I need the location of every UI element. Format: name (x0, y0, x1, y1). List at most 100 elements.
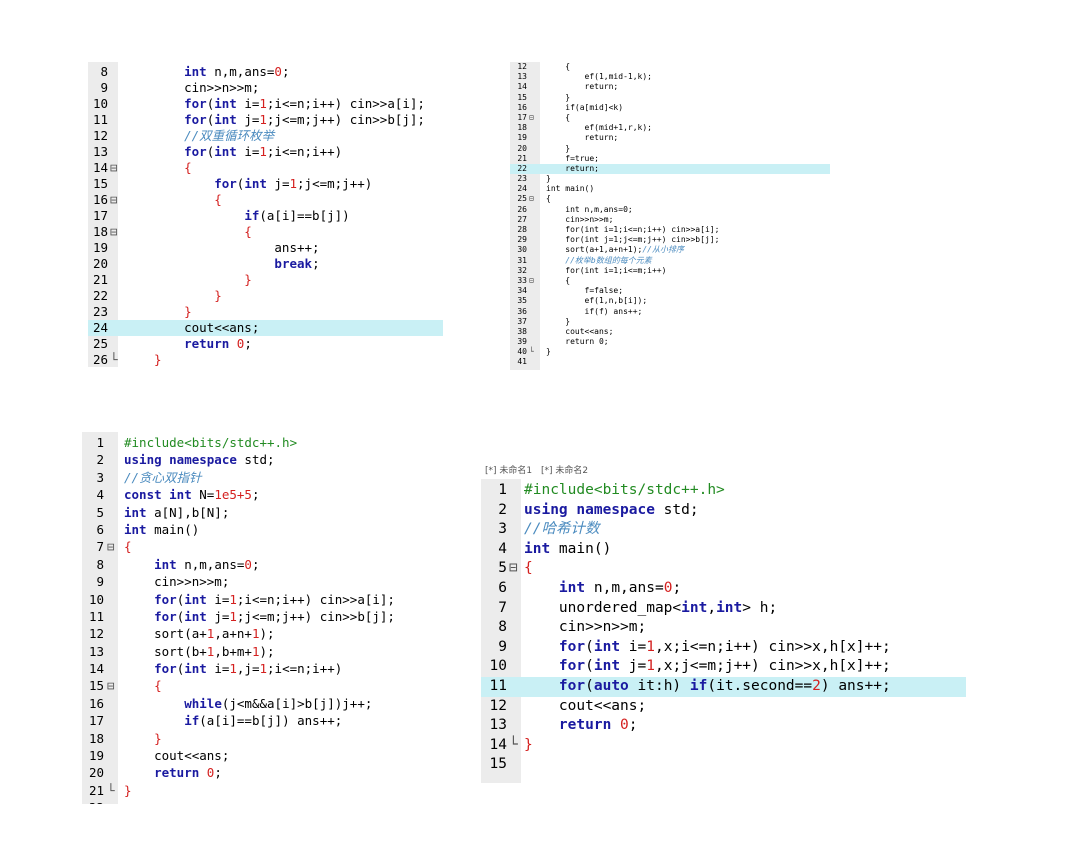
code-line[interactable]: 29 for(int j=1;j<=m;j++) cin>>b[j]; (510, 235, 830, 245)
code-line[interactable]: 12 cout<<ans; (481, 697, 966, 717)
code-line[interactable]: 31 //枚举b数组的每个元素 (510, 256, 830, 266)
code-line[interactable]: 6 int n,m,ans=0; (481, 579, 966, 599)
fold-toggle-icon[interactable]: ⊟ (509, 560, 518, 577)
code-line[interactable]: 17 if(a[i]==b[j]) ans++; (82, 712, 476, 729)
code-line[interactable]: 22 } (88, 288, 443, 304)
code-line[interactable]: 18 } (82, 730, 476, 747)
fold-toggle-icon[interactable]: ⊟ (107, 678, 115, 694)
code-line[interactable]: 26 int n,m,ans=0; (510, 205, 830, 215)
code-line[interactable]: 16 while(j<m&&a[i]>b[j])j++; (82, 695, 476, 712)
code-line[interactable]: 1#include<bits/stdc++.h> (481, 481, 966, 501)
fold-toggle-icon[interactable]: ⊟ (110, 192, 118, 207)
code-line[interactable]: 11 for(int j=1;j<=m;j++) cin>>b[j]; (88, 112, 443, 128)
fold-toggle-icon[interactable]: ⊟ (529, 194, 534, 204)
code-line[interactable]: 37 } (510, 317, 830, 327)
code-line[interactable]: 21└} (82, 782, 476, 799)
code-line[interactable]: 13 return 0; (481, 716, 966, 736)
code-line[interactable]: 16 if(a[mid]<k) (510, 103, 830, 113)
code-line[interactable]: 20 } (510, 144, 830, 154)
code-line[interactable]: 35 ef(1,n,b[i]); (510, 296, 830, 306)
fold-toggle-icon[interactable]: ⊟ (110, 224, 118, 239)
code-line[interactable]: 25 return 0; (88, 336, 443, 352)
code-line[interactable]: 9 for(int i=1,x;i<=n;i++) cin>>x,h[x]++; (481, 638, 966, 658)
code-line[interactable]: 5⊟{ (481, 559, 966, 579)
code-line[interactable]: 39 return 0; (510, 337, 830, 347)
code-line[interactable]: 18 ef(mid+1,r,k); (510, 123, 830, 133)
code-line[interactable]: 17⊟ { (510, 113, 830, 123)
code-line[interactable]: 18⊟ { (88, 224, 443, 240)
code-line[interactable]: 8 int n,m,ans=0; (82, 556, 476, 573)
code-line[interactable]: 9 cin>>n>>m; (88, 80, 443, 96)
code-line[interactable]: 34 f=false; (510, 286, 830, 296)
code-line[interactable]: 19 return; (510, 133, 830, 143)
line-number: 11 (92, 112, 108, 127)
code-line[interactable]: 14 for(int i=1,j=1;i<=n;i++) (82, 660, 476, 677)
code-line[interactable]: 28 for(int i=1;i<=n;i++) cin>>a[i]; (510, 225, 830, 235)
code-line[interactable]: 12 //双重循环枚举 (88, 128, 443, 144)
code-line[interactable]: 1#include<bits/stdc++.h> (82, 434, 476, 451)
code-line[interactable]: 38 cout<<ans; (510, 327, 830, 337)
code-line[interactable]: 15 } (510, 93, 830, 103)
code-line[interactable]: 10 for(int i=1;i<=n;i++) cin>>a[i]; (88, 96, 443, 112)
code-line[interactable]: 11 for(auto it:h) if(it.second==2) ans++… (481, 676, 966, 697)
code-line[interactable]: 7⊟{ (82, 538, 476, 555)
code-line[interactable]: 8 int n,m,ans=0; (88, 64, 443, 80)
code-line[interactable]: 22 return; (510, 163, 830, 175)
code-line[interactable]: 16⊟ { (88, 192, 443, 208)
code-line[interactable]: 13 for(int i=1;i<=n;i++) (88, 144, 443, 160)
fold-toggle-icon[interactable]: ⊟ (107, 539, 115, 555)
code-line[interactable]: 22 (82, 799, 476, 804)
code-line[interactable]: 13 sort(b+1,b+m+1); (82, 643, 476, 660)
code-line[interactable]: 27 cin>>n>>m; (510, 215, 830, 225)
code-line[interactable]: 36 if(f) ans++; (510, 307, 830, 317)
code-line[interactable]: 15 for(int j=1;j<=m;j++) (88, 176, 443, 192)
code-line[interactable]: 21 } (88, 272, 443, 288)
code-line[interactable]: 12 { (510, 62, 830, 72)
editor-tab[interactable]: [*] 未命名1 (485, 466, 533, 476)
code-line[interactable]: 20 return 0; (82, 764, 476, 781)
editor-tab[interactable]: [*] 未命名2 (541, 466, 589, 476)
code-line[interactable]: 10 for(int j=1,x;j<=m;j++) cin>>x,h[x]++… (481, 657, 966, 677)
fold-toggle-icon[interactable]: ⊟ (529, 275, 534, 285)
code-line[interactable]: 19 cout<<ans; (82, 747, 476, 764)
code-line[interactable]: 20 break; (88, 256, 443, 272)
code-line[interactable]: 23} (510, 174, 830, 184)
code-line[interactable]: 12 sort(a+1,a+n+1); (82, 625, 476, 642)
code-line[interactable]: 9 cin>>n>>m; (82, 573, 476, 590)
code-line[interactable]: 32 for(int i=1;i<=m;i++) (510, 266, 830, 276)
code-line[interactable]: 33⊟ { (510, 276, 830, 286)
code-line[interactable]: 3//哈希计数 (481, 520, 966, 540)
code-line[interactable]: 14⊟ { (88, 160, 443, 176)
code-line[interactable]: 8 cin>>n>>m; (481, 618, 966, 638)
code-line[interactable]: 25⊟{ (510, 194, 830, 204)
code-line[interactable]: 19 ans++; (88, 240, 443, 256)
code-line[interactable]: 14 return; (510, 82, 830, 92)
code-line[interactable]: 41 (510, 357, 830, 367)
code-line[interactable]: 7 unordered_map<int,int> h; (481, 599, 966, 619)
code-line[interactable]: 11 for(int j=1;j<=m;j++) cin>>b[j]; (82, 608, 476, 625)
code-text: ans++; (154, 240, 319, 256)
code-line[interactable]: 10 for(int i=1;i<=n;i++) cin>>a[i]; (82, 591, 476, 608)
code-line[interactable]: 30 sort(a+1,a+n+1);//从小排序 (510, 245, 830, 255)
code-line[interactable]: 40└} (510, 347, 830, 357)
line-number: 24 (517, 184, 527, 194)
code-line[interactable]: 14└} (481, 736, 966, 756)
code-line[interactable]: 15⊟ { (82, 677, 476, 694)
code-line[interactable]: 15 (481, 755, 966, 775)
code-line[interactable]: 17 if(a[i]==b[j]) (88, 208, 443, 224)
fold-toggle-icon[interactable]: ⊟ (529, 112, 534, 122)
code-line[interactable]: 3//贪心双指针 (82, 469, 476, 486)
fold-toggle-icon[interactable]: ⊟ (110, 160, 118, 175)
code-line[interactable]: 21 f=true; (510, 154, 830, 164)
code-line[interactable]: 24 cout<<ans; (88, 320, 443, 336)
code-line[interactable]: 13 ef(1,mid-1,k); (510, 72, 830, 82)
code-line[interactable]: 26└} (88, 352, 443, 367)
code-line[interactable]: 23 } (88, 304, 443, 320)
